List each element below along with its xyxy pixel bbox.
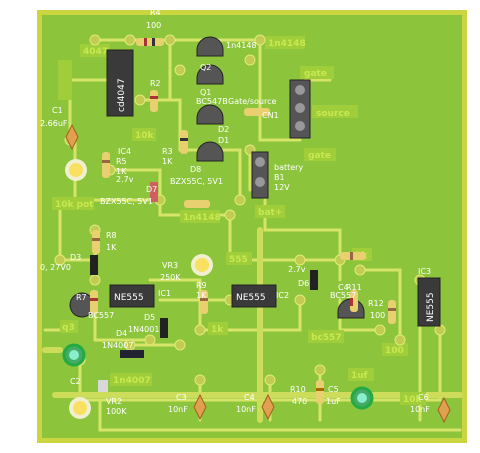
board-substrate bbox=[42, 15, 462, 438]
svg-text:R4: R4 bbox=[150, 8, 161, 17]
svg-text:2.7v: 2.7v bbox=[288, 265, 306, 274]
svg-text:D5: D5 bbox=[144, 313, 155, 322]
svg-text:100: 100 bbox=[146, 21, 161, 30]
svg-text:IC2: IC2 bbox=[276, 291, 289, 300]
svg-text:NE555: NE555 bbox=[426, 292, 436, 322]
resistors bbox=[90, 38, 396, 404]
svg-text:C4: C4 bbox=[244, 393, 255, 402]
svg-text:R12: R12 bbox=[368, 299, 384, 308]
svg-text:100K: 100K bbox=[106, 407, 127, 416]
svg-text:B1: B1 bbox=[274, 173, 285, 182]
svg-text:10nF: 10nF bbox=[236, 405, 256, 414]
svg-text:Q2: Q2 bbox=[200, 63, 211, 72]
svg-text:2.66uF: 2.66uF bbox=[40, 119, 68, 128]
tag-source: source bbox=[316, 109, 350, 119]
svg-text:C3: C3 bbox=[176, 393, 187, 402]
tag-q3: q3 bbox=[62, 323, 75, 333]
svg-text:battery: battery bbox=[274, 163, 303, 172]
svg-text:250K: 250K bbox=[160, 273, 181, 282]
svg-text:BZX55C, 5V1: BZX55C, 5V1 bbox=[170, 177, 223, 186]
svg-text:D2: D2 bbox=[218, 125, 229, 134]
svg-text:C1: C1 bbox=[52, 106, 63, 115]
tag-gate-1: gate bbox=[304, 69, 327, 79]
capacitors bbox=[62, 123, 451, 424]
svg-text:10nF: 10nF bbox=[168, 405, 188, 414]
tag-bc557: bc557 bbox=[311, 333, 342, 343]
svg-text:NE555: NE555 bbox=[114, 293, 144, 303]
svg-text:1N4001: 1N4001 bbox=[128, 325, 159, 334]
svg-text:C6: C6 bbox=[418, 393, 429, 402]
tag-555: 555 bbox=[229, 255, 248, 265]
ic3-ne555: NE555 bbox=[417, 277, 441, 327]
svg-text:R8: R8 bbox=[106, 231, 117, 240]
svg-text:10nF: 10nF bbox=[410, 405, 430, 414]
svg-text:D7: D7 bbox=[146, 185, 157, 194]
terminal-b1 bbox=[251, 151, 269, 199]
svg-text:D1: D1 bbox=[218, 136, 229, 145]
svg-text:0, 27V0: 0, 27V0 bbox=[40, 263, 71, 272]
tag-1n4007: 1n4007 bbox=[113, 376, 151, 386]
svg-text:12V: 12V bbox=[274, 183, 290, 192]
svg-text:R9: R9 bbox=[196, 281, 207, 290]
svg-text:2.7v: 2.7v bbox=[116, 175, 134, 184]
svg-text:C5: C5 bbox=[328, 385, 339, 394]
svg-text:470: 470 bbox=[292, 397, 307, 406]
tag-1n4148-top: 1n4148 bbox=[268, 39, 306, 49]
svg-text:D4: D4 bbox=[116, 329, 127, 338]
silk-tags: 4047 1n4148 gate source gate bat+ 10k po… bbox=[52, 36, 426, 405]
tag-100: 100 bbox=[385, 346, 404, 356]
svg-text:1K: 1K bbox=[196, 291, 207, 300]
svg-text:Gate/source: Gate/source bbox=[228, 97, 277, 106]
svg-text:D3: D3 bbox=[70, 253, 81, 262]
svg-text:R2: R2 bbox=[150, 79, 161, 88]
svg-text:VR3: VR3 bbox=[162, 261, 178, 270]
svg-text:R10: R10 bbox=[290, 385, 306, 394]
svg-text:1N4007: 1N4007 bbox=[102, 341, 133, 350]
tag-1n4148-mid: 1n4148 bbox=[183, 213, 221, 223]
svg-text:100: 100 bbox=[370, 311, 385, 320]
tag-10k-pot: 10k pot bbox=[55, 200, 94, 210]
svg-text:1n4148: 1n4148 bbox=[226, 41, 257, 50]
svg-text:R7: R7 bbox=[76, 293, 87, 302]
svg-text:1K: 1K bbox=[116, 167, 127, 176]
svg-text:IC3: IC3 bbox=[418, 267, 431, 276]
tag-10k-b: 10k bbox=[403, 395, 423, 405]
svg-text:D6: D6 bbox=[298, 279, 309, 288]
tag-1k: 1k bbox=[211, 325, 224, 335]
tag-1uf: 1uf bbox=[351, 371, 368, 381]
svg-text:BC557: BC557 bbox=[330, 291, 356, 300]
svg-text:VR2: VR2 bbox=[106, 397, 122, 406]
tag-bat: bat+ bbox=[258, 208, 282, 218]
terminal-cn1 bbox=[289, 79, 311, 139]
svg-text:C4: C4 bbox=[338, 283, 349, 292]
silk-labels: R4 100 R2 C1 2.66uF IC4 R5 1K R3 1K 2.7v… bbox=[40, 8, 431, 416]
svg-text:CN1: CN1 bbox=[262, 111, 279, 120]
ic2-ne555: NE555 bbox=[231, 284, 277, 308]
svg-text:1K: 1K bbox=[106, 243, 117, 252]
svg-text:BC547B: BC547B bbox=[196, 97, 228, 106]
svg-text:NE555: NE555 bbox=[236, 293, 266, 303]
svg-text:R3: R3 bbox=[162, 147, 173, 156]
svg-text:R11: R11 bbox=[346, 283, 362, 292]
ic-4047: cd4047 bbox=[106, 49, 134, 117]
svg-text:cd4047: cd4047 bbox=[117, 78, 127, 112]
ic1-ne555: NE555 bbox=[109, 284, 155, 308]
svg-text:Q1: Q1 bbox=[200, 88, 211, 97]
tag-10k: 10k bbox=[135, 131, 155, 141]
tag-gate-2: gate bbox=[308, 151, 331, 161]
svg-text:1K: 1K bbox=[162, 157, 173, 166]
diodes bbox=[90, 182, 318, 358]
svg-text:C2: C2 bbox=[70, 377, 81, 386]
tag-4047: 4047 bbox=[83, 47, 108, 57]
trim-pots bbox=[65, 159, 213, 419]
svg-text:1uF: 1uF bbox=[326, 397, 341, 406]
svg-text:BC557: BC557 bbox=[88, 311, 114, 320]
svg-text:BZX55C, 5V1: BZX55C, 5V1 bbox=[100, 197, 153, 206]
svg-text:R5: R5 bbox=[116, 157, 127, 166]
svg-text:IC4: IC4 bbox=[118, 147, 131, 156]
svg-text:IC1: IC1 bbox=[158, 289, 171, 298]
svg-text:D8: D8 bbox=[190, 165, 201, 174]
